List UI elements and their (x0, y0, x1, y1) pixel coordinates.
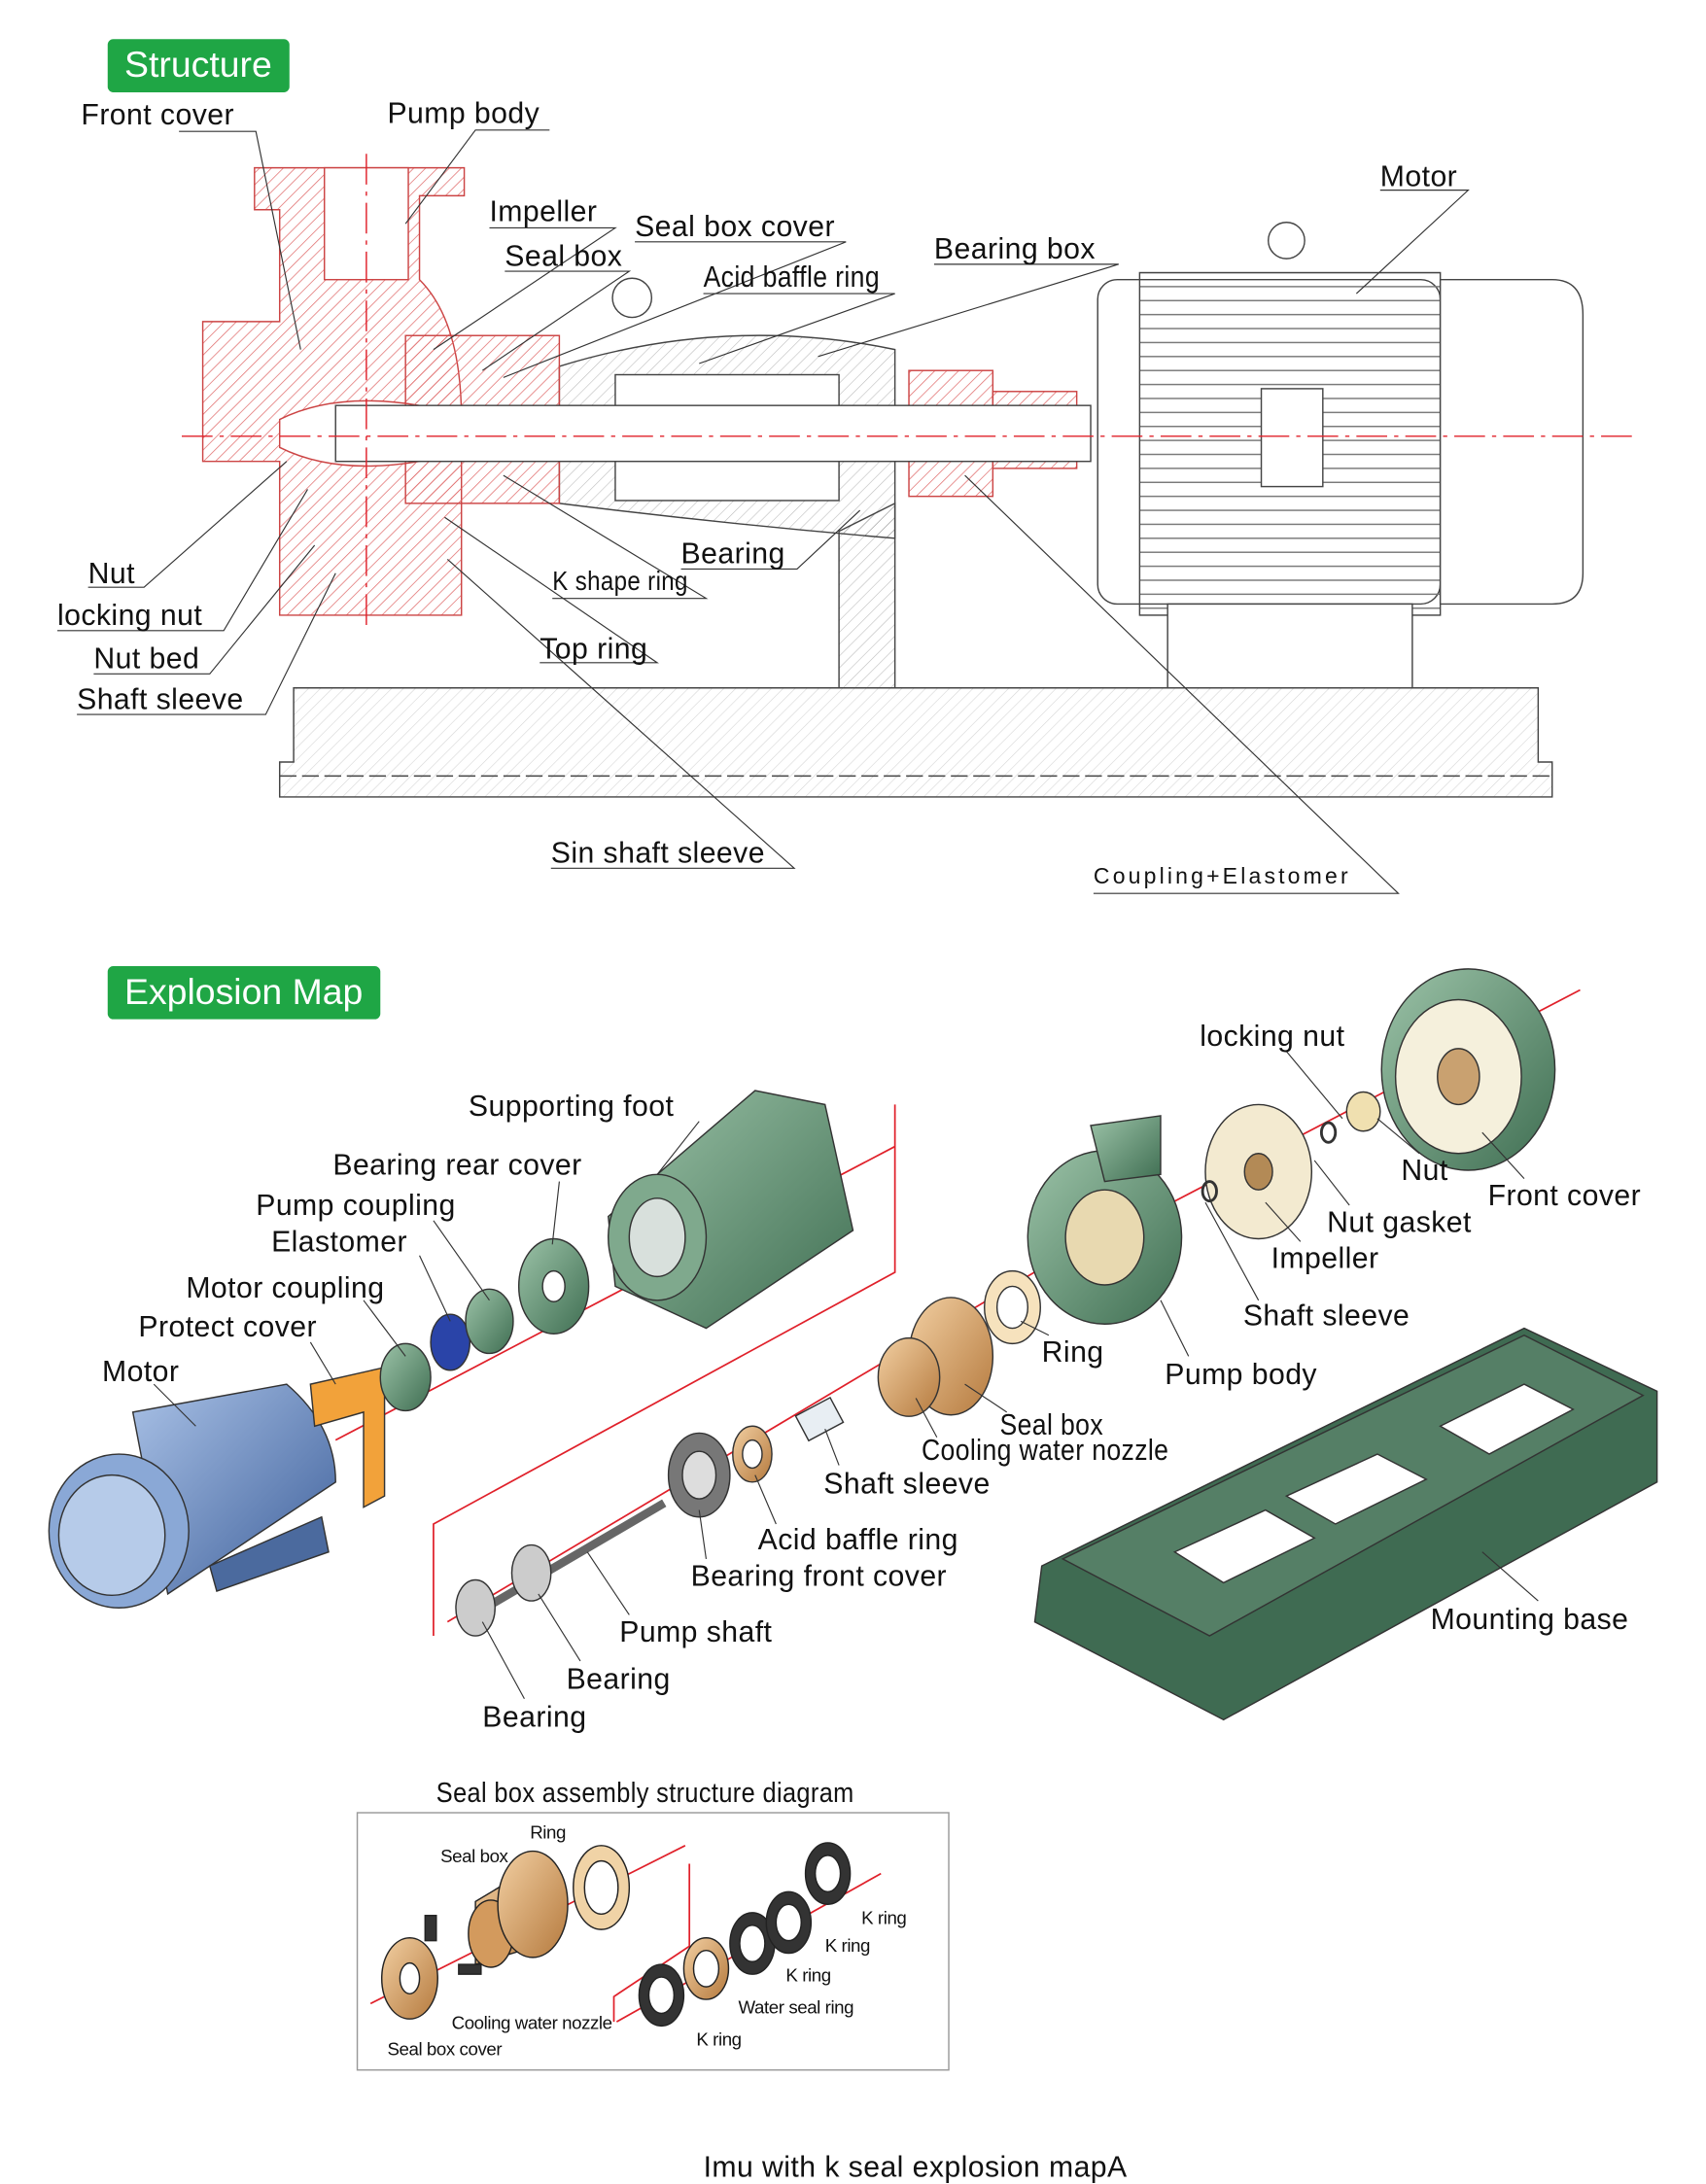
seal-box-diagram-frame (356, 1812, 950, 2071)
label-bearing: Bearing (566, 1663, 671, 1696)
label-acid-baffle-ring: Acid baffle ring (757, 1523, 958, 1557)
label-pump-body: Pump body (387, 97, 540, 130)
label-nut-bed: Nut bed (93, 642, 200, 676)
structure-drawing (56, 129, 1637, 894)
explosion-map-badge: Explosion Map (107, 966, 380, 1020)
label-ring: Ring (1041, 1336, 1104, 1369)
label-coupling-elastomer: Coupling+Elastomer (1093, 865, 1351, 889)
label-cooling-water-nozzle: Cooling water nozzle (921, 1434, 1169, 1467)
seal-box-drawing (369, 1842, 882, 2028)
label-mounting-base: Mounting base (1430, 1603, 1629, 1637)
caption: Imu with k seal explosion mapA (703, 2151, 1128, 2184)
label-bearing: Bearing (482, 1701, 587, 1734)
label-bearing-box: Bearing box (933, 233, 1096, 266)
label-seal-box: Seal box (440, 1845, 508, 1867)
label-k-shape-ring: K shape ring (552, 568, 688, 598)
structure-badge: Structure (107, 39, 290, 93)
label-nut-gasket: Nut gasket (1327, 1206, 1472, 1239)
label-shaft-sleeve: Shaft sleeve (1242, 1300, 1410, 1333)
label-k-ring: K ring (861, 1907, 907, 1928)
label-nut: Nut (87, 557, 135, 591)
label-pump-body: Pump body (1165, 1359, 1317, 1392)
label-seal-box: Seal box (505, 240, 623, 273)
label-water-seal-ring: Water seal ring (738, 1996, 854, 2018)
seal-box-diagram-title: Seal box assembly structure diagram (435, 1778, 854, 1810)
label-pump-shaft: Pump shaft (619, 1615, 773, 1648)
label-front-cover: Front cover (1487, 1180, 1642, 1213)
label-locking-nut: locking nut (1200, 1021, 1345, 1054)
label-nut: Nut (1401, 1155, 1448, 1188)
label-motor-coupling: Motor coupling (186, 1272, 385, 1305)
label-sin-shaft-sleeve: Sin shaft sleeve (550, 837, 765, 870)
label-bearing-front-cover: Bearing front cover (690, 1560, 948, 1593)
label-motor: Motor (1379, 160, 1458, 193)
label-motor: Motor (102, 1356, 180, 1389)
label-impeller: Impeller (489, 195, 598, 228)
label-pump-coupling: Pump coupling (256, 1190, 456, 1223)
explosion-drawing (48, 968, 1658, 1721)
label-bearing: Bearing (680, 537, 785, 571)
label-protect-cover: Protect cover (138, 1311, 318, 1344)
label-k-ring: K ring (785, 1964, 831, 1986)
label-k-ring: K ring (824, 1934, 871, 1957)
label-elastomer: Elastomer (271, 1226, 407, 1259)
label-seal-box: Seal box (999, 1409, 1104, 1442)
label-front-cover: Front cover (81, 99, 234, 132)
label-acid-baffle-ring: Acid baffle ring (703, 260, 881, 295)
label-impeller: Impeller (1271, 1242, 1379, 1275)
label-seal-box-cover: Seal box cover (635, 211, 835, 244)
label-shaft-sleeve: Shaft sleeve (823, 1468, 991, 1501)
label-cooling-water-nozzle: Cooling water nozzle (451, 2012, 612, 2033)
label-locking-nut: locking nut (56, 600, 203, 633)
label-shaft-sleeve: Shaft sleeve (77, 683, 244, 716)
label-bearing-rear-cover: Bearing rear cover (332, 1149, 582, 1182)
label-k-ring: K ring (696, 2028, 742, 2050)
label-supporting-foot: Supporting foot (468, 1091, 675, 1124)
label-top-ring: Top ring (540, 633, 648, 666)
label-ring: Ring (530, 1821, 566, 1843)
label-seal-box-cover: Seal box cover (387, 2038, 503, 2060)
